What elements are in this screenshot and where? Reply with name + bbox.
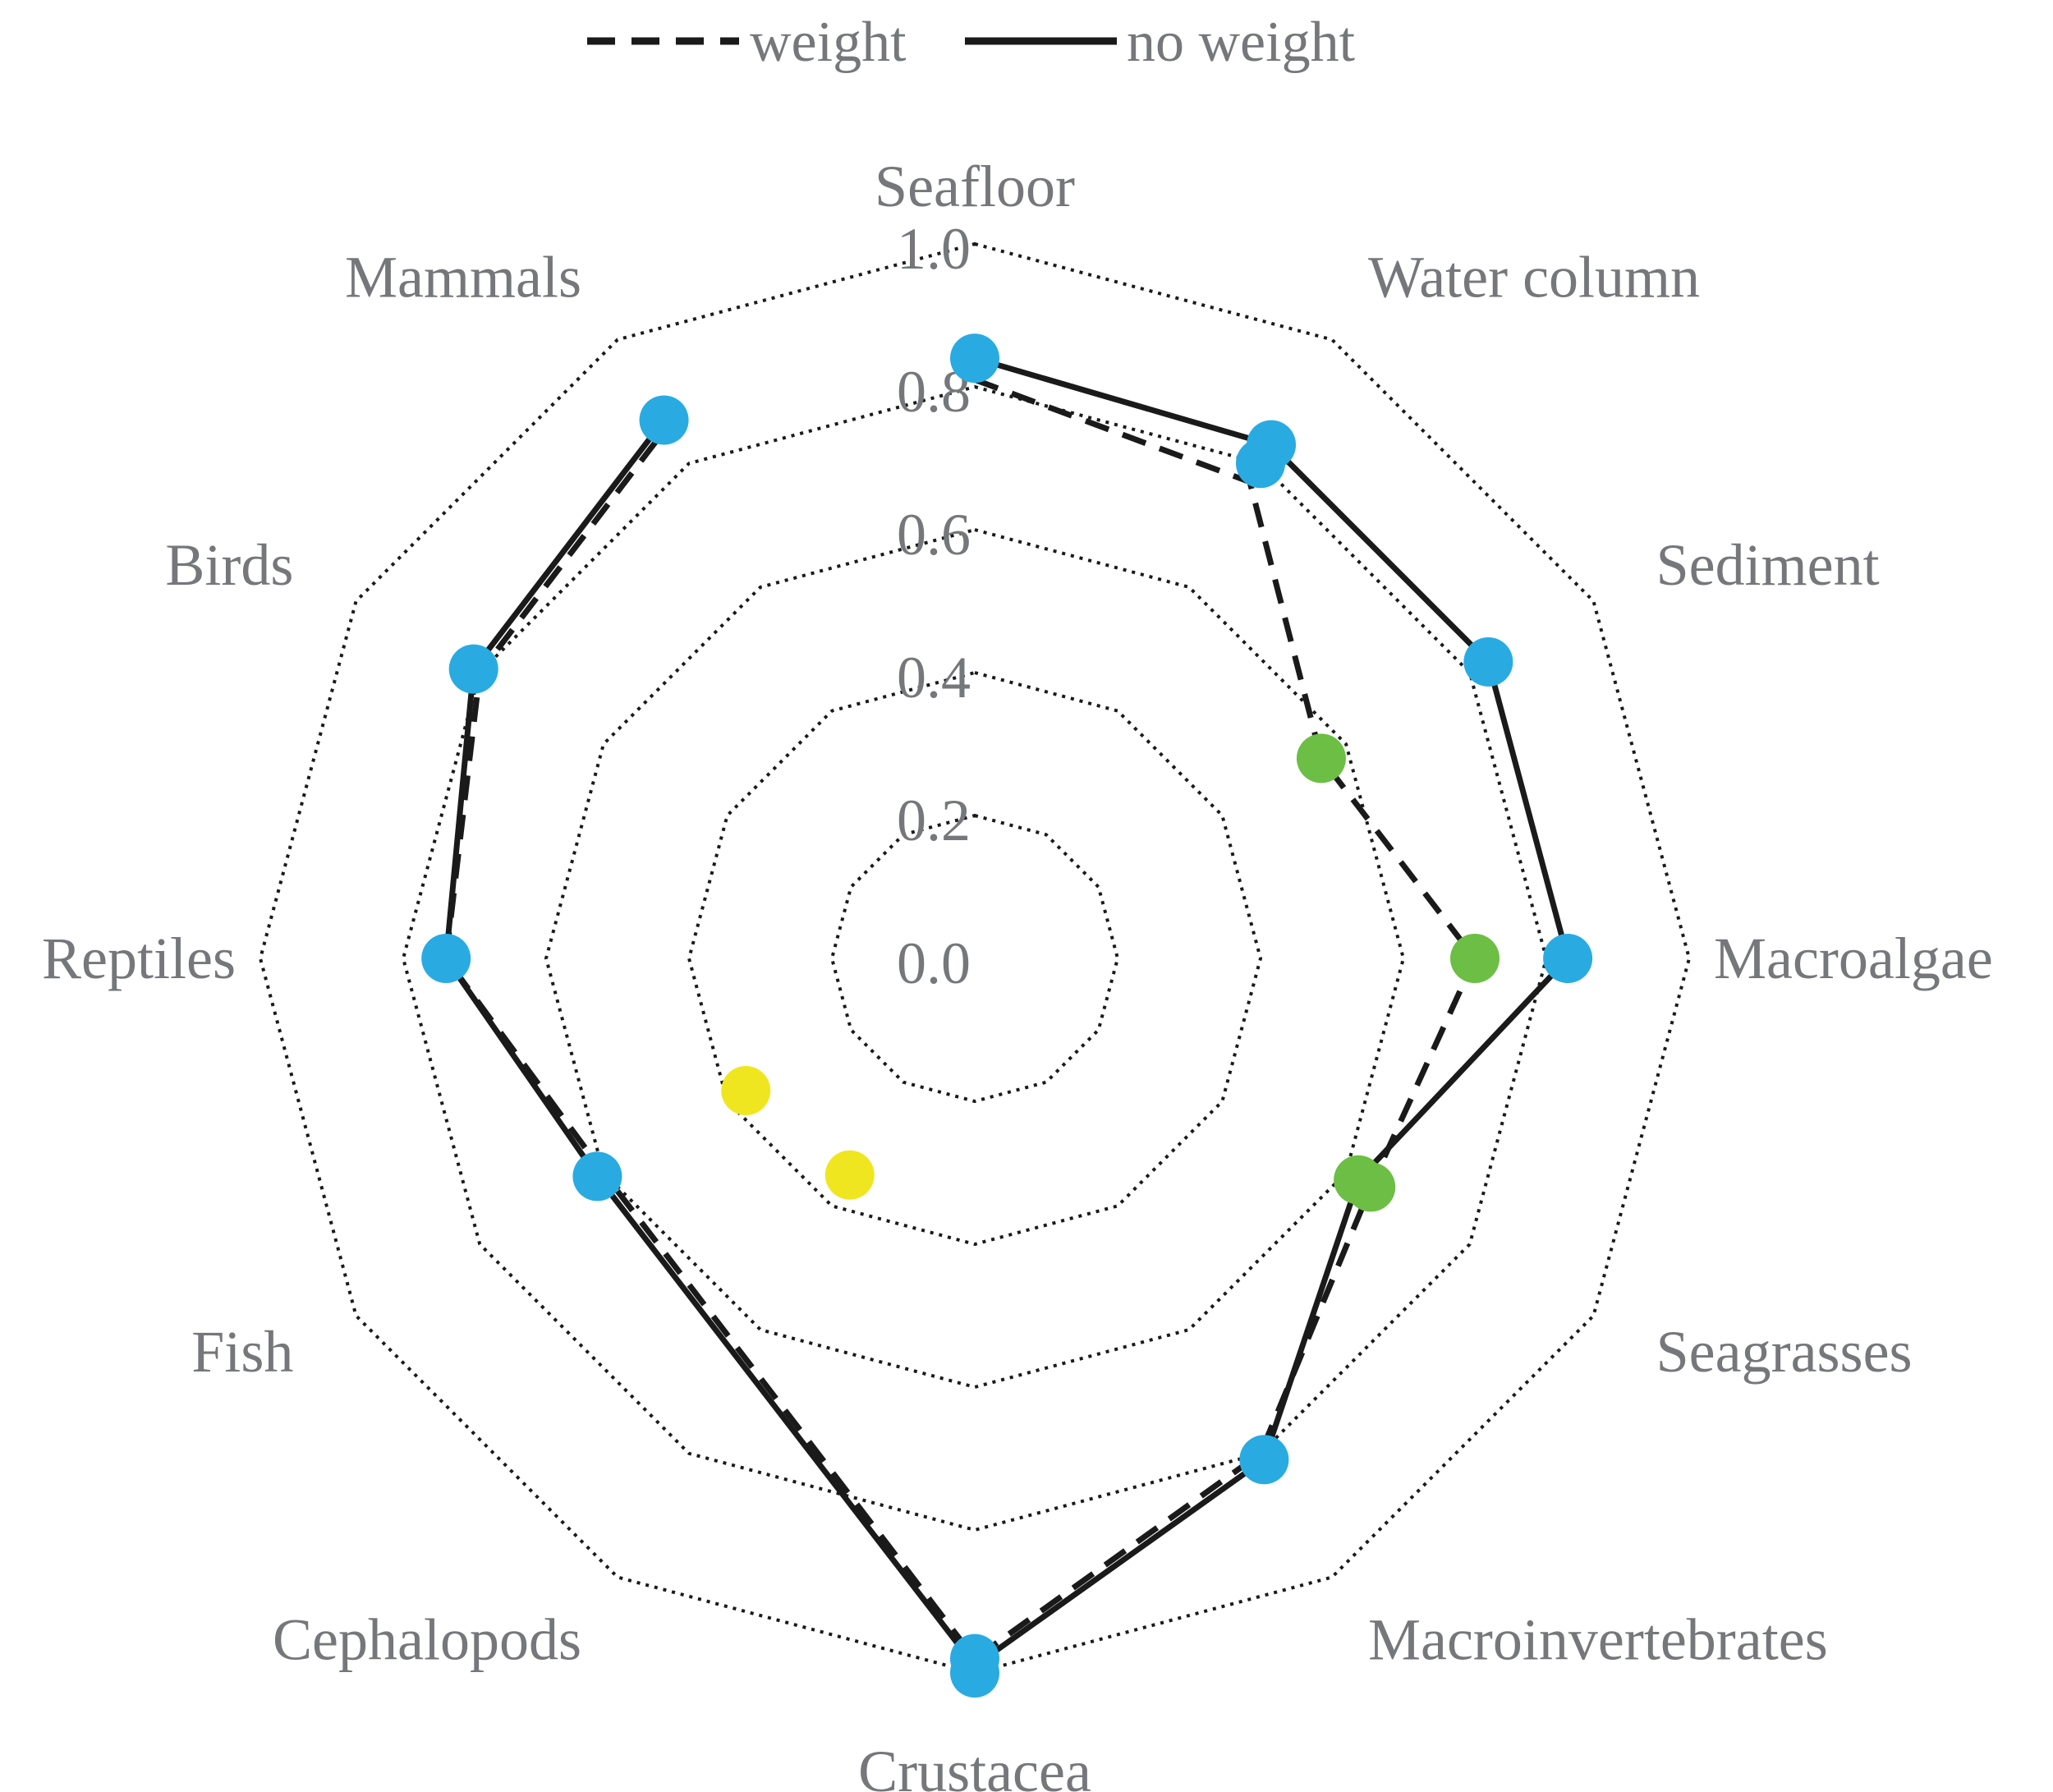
grid-ring-0-2 bbox=[829, 813, 1120, 1104]
category-label-water-column: Water column bbox=[1368, 244, 1700, 310]
radial-grid bbox=[258, 241, 1692, 1675]
data-point-macroalgae bbox=[1543, 934, 1593, 983]
tick-label-0-6: 0.6 bbox=[897, 502, 971, 567]
data-point-water-column bbox=[1236, 439, 1285, 489]
grid-ring-0-6 bbox=[544, 527, 1406, 1390]
tick-label-0-4: 0.4 bbox=[897, 645, 971, 710]
data-point-seagrasses bbox=[1334, 1155, 1384, 1205]
data-point-sediment bbox=[1463, 636, 1513, 687]
legend-label-no-weight: no weight bbox=[1127, 11, 1356, 74]
category-label-fish: Fish bbox=[191, 1319, 293, 1385]
data-point-macroalgae bbox=[1450, 934, 1500, 983]
legend: weight no weight bbox=[587, 11, 1356, 74]
grid-ring-0-8 bbox=[401, 384, 1549, 1532]
legend-label-weight: weight bbox=[750, 11, 907, 74]
series-line-no-weight bbox=[443, 355, 1571, 1669]
series-line-weight bbox=[443, 377, 1478, 1662]
data-point-birds bbox=[448, 644, 498, 694]
category-label-birds: Birds bbox=[165, 532, 293, 598]
data-point-mammals bbox=[639, 395, 689, 445]
data-point-reptiles bbox=[421, 934, 471, 983]
data-point-fish bbox=[721, 1065, 771, 1115]
data-point-sediment bbox=[1296, 733, 1346, 783]
category-label-seagrasses: Seagrasses bbox=[1656, 1319, 1913, 1385]
category-label-macroalgae: Macroalgae bbox=[1714, 926, 1993, 991]
radial-tick-labels: 0.00.20.40.60.81.0 bbox=[897, 216, 971, 996]
category-label-mammals: Mammals bbox=[345, 244, 581, 310]
category-label-crustacea: Crustacea bbox=[858, 1739, 1091, 1792]
tick-label-0-0: 0.0 bbox=[897, 930, 971, 996]
data-point-cephalopods bbox=[824, 1150, 875, 1200]
tick-label-0-2: 0.2 bbox=[897, 788, 971, 853]
category-label-macroinvertebrates: Macroinvertebrates bbox=[1368, 1607, 1828, 1673]
series-lines bbox=[443, 355, 1571, 1669]
data-point-seafloor bbox=[950, 333, 999, 384]
data-markers bbox=[421, 333, 1593, 1698]
category-label-cephalopods: Cephalopods bbox=[273, 1607, 581, 1673]
data-point-crustacea bbox=[950, 1648, 999, 1698]
data-point-fish bbox=[572, 1151, 622, 1202]
category-label-reptiles: Reptiles bbox=[42, 926, 236, 991]
tick-label-1-0: 1.0 bbox=[897, 216, 971, 282]
grid-ring-0-4 bbox=[687, 670, 1263, 1247]
data-point-macroinvertebrates bbox=[1239, 1435, 1289, 1485]
category-label-sediment: Sediment bbox=[1656, 532, 1880, 598]
category-label-seafloor: Seafloor bbox=[875, 154, 1075, 219]
